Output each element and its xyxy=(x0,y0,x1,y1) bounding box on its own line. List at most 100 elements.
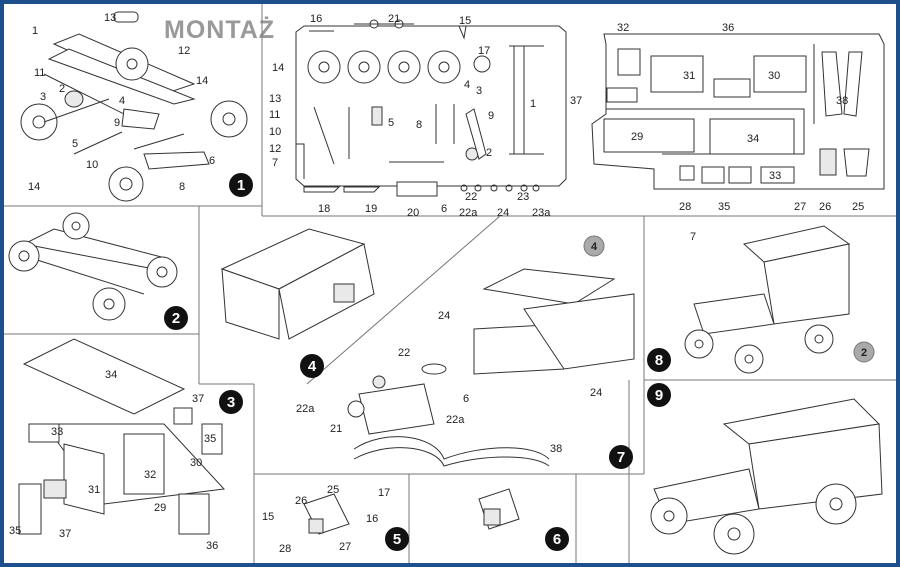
part-label: 2 xyxy=(486,147,492,159)
part-label: 31 xyxy=(683,70,695,82)
part-label: 11 xyxy=(269,109,280,121)
part-label: 3 xyxy=(476,85,482,97)
part-label: 28 xyxy=(679,201,691,213)
panel2-chassis xyxy=(8,212,178,321)
part-label: 33 xyxy=(51,426,63,438)
part-label: 15 xyxy=(262,511,274,523)
panel1-chassis-exploded: 13 1 12 11 14 2 4 3 9 5 10 6 14 8 xyxy=(20,11,248,202)
part-label: 2 xyxy=(59,83,65,95)
part-label: 4 xyxy=(464,79,470,91)
part-label: 26 xyxy=(819,201,831,213)
part-label: 18 xyxy=(318,203,330,215)
step-number: 6 xyxy=(553,531,561,548)
part-label: 5 xyxy=(388,117,394,129)
panel3-body-interior: 34 37 33 35 30 32 31 29 35 37 36 xyxy=(9,338,226,552)
part-label: 1 xyxy=(530,98,536,110)
part-label: 14 xyxy=(28,181,40,193)
part-label: 10 xyxy=(86,159,98,171)
part-label: 13 xyxy=(269,93,281,105)
part-label: 26 xyxy=(295,495,307,507)
part-label: 34 xyxy=(747,133,759,145)
panel5-instrument: 25 17 26 16 15 28 27 xyxy=(262,484,390,555)
part-label: 13 xyxy=(104,12,116,24)
part-label: 1 xyxy=(32,25,38,37)
part-label: 31 xyxy=(88,484,100,496)
part-label: 36 xyxy=(722,22,734,34)
part-label: 4 xyxy=(119,95,125,107)
part-label: 21 xyxy=(388,13,400,25)
panel-frames xyxy=(4,4,896,563)
part-label: 30 xyxy=(190,457,202,469)
part-label: 5 xyxy=(72,138,78,150)
step-number: 4 xyxy=(308,358,317,375)
part-label: 35 xyxy=(9,525,21,537)
sprue-frame-a xyxy=(295,25,567,187)
part-label: 6 xyxy=(209,155,215,167)
part-label: 19 xyxy=(365,203,377,215)
part-label: 24 xyxy=(438,310,450,322)
part-label: 22 xyxy=(465,191,477,203)
part-label: 32 xyxy=(617,22,629,34)
panel4-body-shell xyxy=(220,228,375,340)
step-number: 5 xyxy=(393,531,401,548)
part-label: 38 xyxy=(550,443,562,455)
part-label: 6 xyxy=(441,203,447,215)
part-label: 24 xyxy=(497,207,509,219)
panel6-dashboard xyxy=(478,488,520,530)
assembly-diagram: MONTAŻ xyxy=(4,4,896,563)
part-label: 22a xyxy=(296,403,315,415)
part-label: 27 xyxy=(794,201,806,213)
sprue-b-parts: 32 36 31 30 37 38 29 34 33 28 35 27 26 2… xyxy=(570,22,870,213)
page-title: MONTAŻ xyxy=(164,16,275,44)
part-label: 14 xyxy=(272,62,284,74)
part-label: 35 xyxy=(204,433,216,445)
part-label: 23a xyxy=(532,207,551,219)
step-badges: 1 2 3 4 5 6 7 8 9 xyxy=(164,173,671,551)
step-number: 3 xyxy=(227,394,235,411)
part-label: 37 xyxy=(192,393,204,405)
step-number: 8 xyxy=(655,352,663,369)
part-label: 22a xyxy=(446,414,465,426)
part-label: 16 xyxy=(366,513,378,525)
part-label: 15 xyxy=(459,15,471,27)
sprue-a-parts: 16 21 15 17 14 4 3 13 11 5 8 9 1 10 12 7… xyxy=(269,13,551,219)
part-label: 11 xyxy=(34,67,45,79)
part-label: 29 xyxy=(154,502,166,514)
part-label: 35 xyxy=(718,201,730,213)
part-label: 12 xyxy=(178,45,190,57)
part-label: 17 xyxy=(378,487,390,499)
part-label: 10 xyxy=(269,126,281,138)
part-label: 21 xyxy=(330,423,342,435)
part-label: 20 xyxy=(407,207,419,219)
part-label: 8 xyxy=(416,119,422,131)
part-label: 24 xyxy=(590,387,602,399)
part-label: 9 xyxy=(114,117,120,129)
part-label: 38 xyxy=(836,95,848,107)
panel8-truck-partial: 7 xyxy=(684,225,851,374)
part-label: 25 xyxy=(327,484,339,496)
part-label: 12 xyxy=(269,143,281,155)
part-label: 30 xyxy=(768,70,780,82)
part-label: 36 xyxy=(206,540,218,552)
part-label: 25 xyxy=(852,201,864,213)
part-label: 22 xyxy=(398,347,410,359)
step-number: 9 xyxy=(655,387,663,404)
part-label: 22a xyxy=(459,207,478,219)
panel9-truck-complete xyxy=(650,398,883,555)
part-label: 29 xyxy=(631,131,643,143)
part-label: 32 xyxy=(144,469,156,481)
part-label: 23 xyxy=(517,191,529,203)
part-label: 33 xyxy=(769,170,781,182)
part-label: 6 xyxy=(463,393,469,405)
reference-badges: 4 2 xyxy=(583,235,875,363)
part-label: 14 xyxy=(196,75,208,87)
instruction-sheet: MONTAŻ xyxy=(4,4,896,563)
part-label: 7 xyxy=(272,157,278,169)
step-number: 1 xyxy=(237,177,245,194)
step-number: 7 xyxy=(617,449,625,466)
part-label: 9 xyxy=(488,110,494,122)
part-label: 34 xyxy=(105,369,117,381)
reference-number: 4 xyxy=(591,241,598,253)
part-label: 37 xyxy=(59,528,71,540)
part-label: 3 xyxy=(40,91,46,103)
